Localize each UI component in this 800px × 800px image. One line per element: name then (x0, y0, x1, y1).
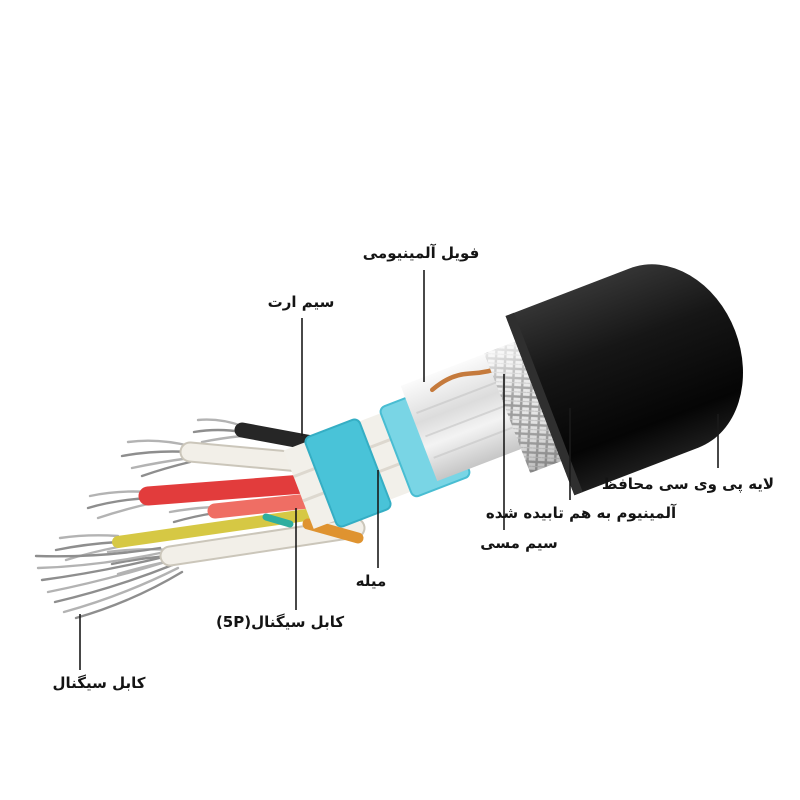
label-copper-wire: سیم مسی (480, 534, 558, 552)
label-aluminum-foil: فویل آلمینیومی (362, 244, 480, 262)
label-signal-cable-5p: کابل سیگنال(5P) (215, 613, 345, 631)
label-rod: میله (355, 572, 387, 590)
label-twisted-aluminum: آلمینیوم به هم تابیده شده (485, 504, 677, 522)
wrap-band-left (304, 418, 392, 528)
wire-teal (262, 513, 294, 528)
pvc-jacket (505, 264, 743, 496)
label-earth-wire: سیم ارت (267, 293, 335, 311)
label-signal-cable: کابل سیگنال (52, 674, 146, 692)
leader-lines (79, 270, 719, 670)
label-pvc-layer: لایه پی وی سی محافظ (601, 475, 775, 493)
